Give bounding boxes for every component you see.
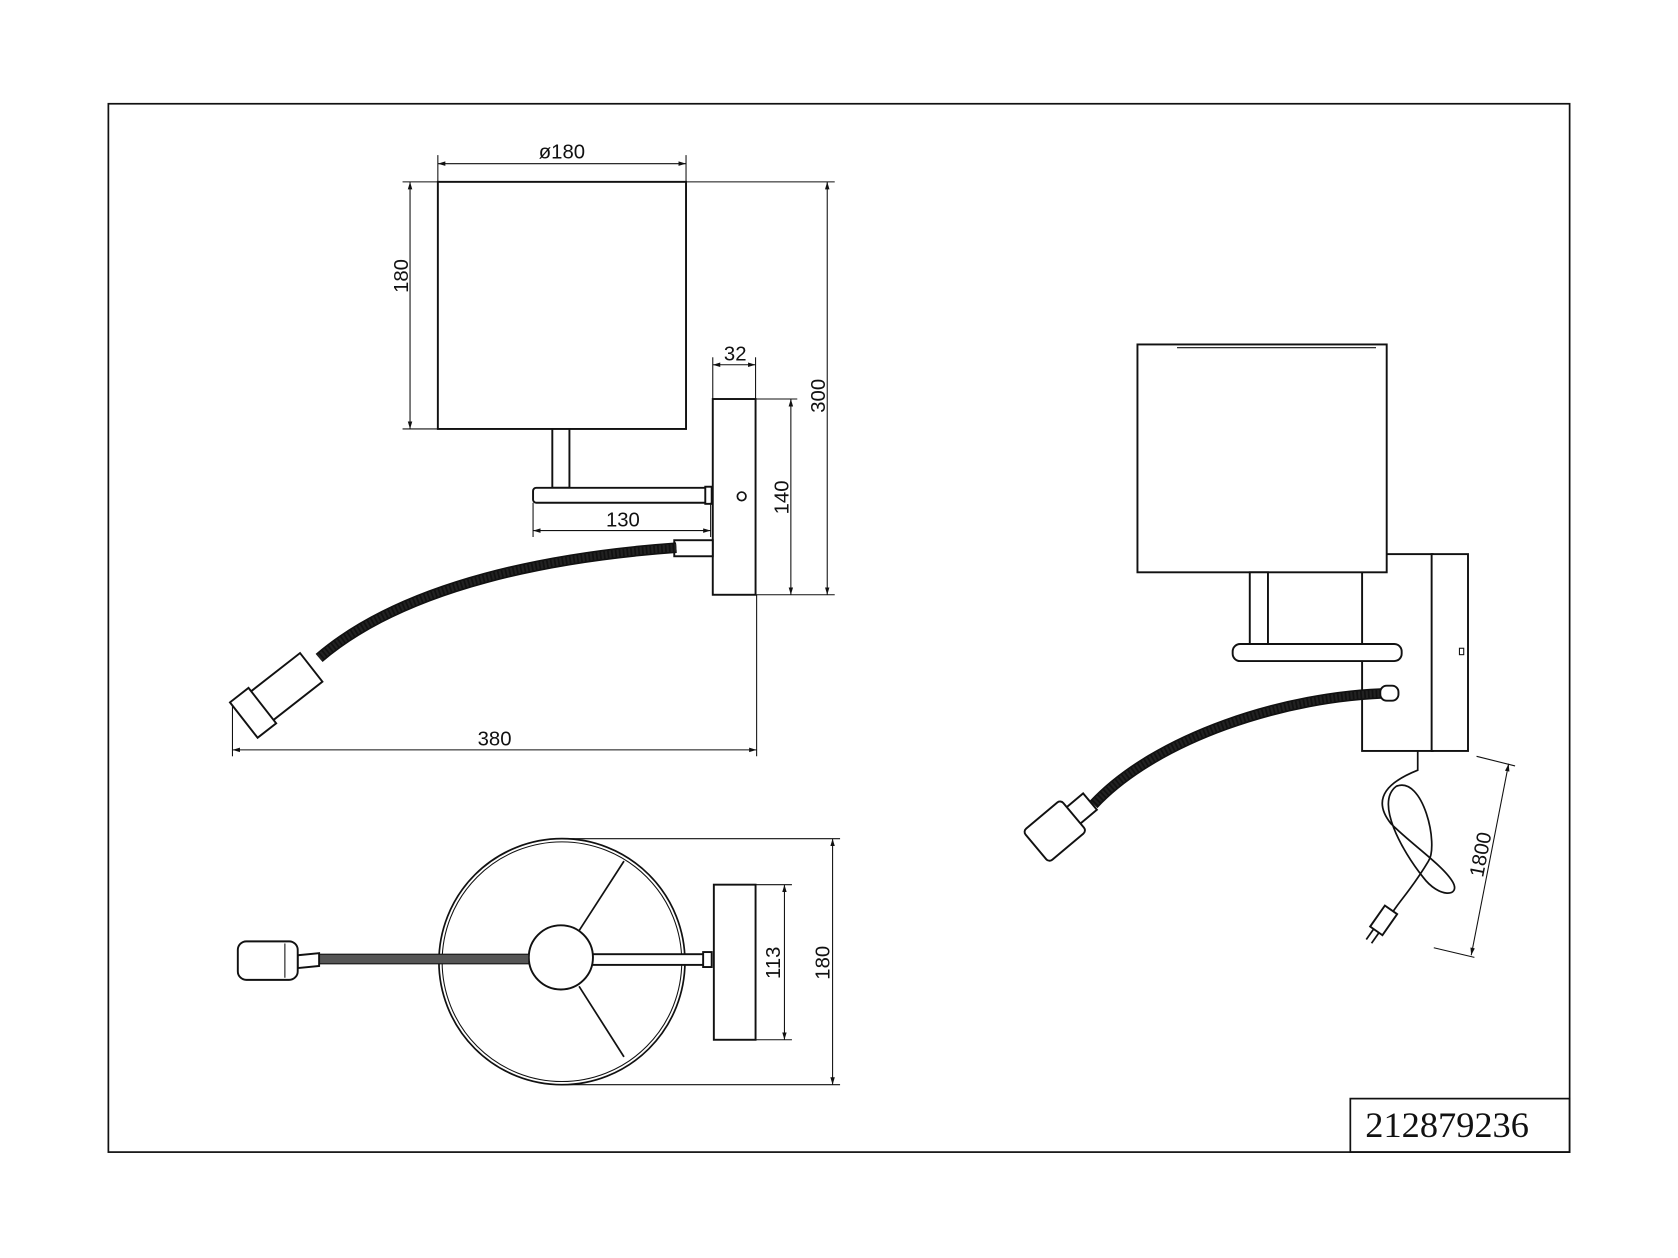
dim-shade-diameter: ø180: [539, 141, 585, 163]
shade-hub: [527, 924, 594, 991]
top-backplate: [712, 883, 757, 1041]
persp-reading-head: [1023, 791, 1099, 862]
dim-backplate-depth: 113: [763, 947, 785, 979]
backplate: [711, 398, 757, 596]
power-cable: [1381, 750, 1456, 912]
persp-stem: [1248, 571, 1269, 651]
persp-backplate-front: [1430, 553, 1469, 752]
shade-stem: [551, 427, 571, 489]
persp-shade: [1136, 343, 1388, 574]
dim-backplate-width: 32: [724, 343, 747, 365]
gooseneck: [315, 542, 677, 662]
perspective-view: 1800: [1023, 343, 1516, 958]
dim-arm-length: 130: [606, 509, 640, 531]
switch-icon: [736, 491, 747, 502]
plug-icon: [1365, 904, 1399, 944]
top-gooseneck: [316, 953, 530, 965]
dim-backplate-height: 140: [772, 480, 794, 514]
dim-total-height: 300: [808, 379, 830, 413]
reading-light-head: [228, 651, 324, 740]
dim-shade-depth: 180: [812, 946, 834, 980]
top-arm: [590, 953, 707, 966]
top-reading-head: [236, 940, 299, 981]
top-view: 113 180: [236, 837, 841, 1086]
lamp-arm: [532, 486, 712, 504]
persp-gooseneck: [1089, 687, 1392, 809]
gooseneck-joint: [673, 539, 714, 558]
dim-cable-length: 1800: [1466, 830, 1496, 879]
drawing-frame: [107, 102, 1571, 1153]
persp-arm: [1231, 643, 1403, 663]
arm-cap: [704, 485, 713, 505]
side-view: ø180 180 32 300 140 130 380: [228, 141, 835, 757]
dim-shade-height: 180: [391, 259, 413, 293]
lamp-shade: [436, 180, 687, 430]
part-number: 212879236: [1365, 1105, 1529, 1145]
part-number-box: 212879236: [1349, 1097, 1571, 1153]
dim-total-length: 380: [478, 729, 512, 751]
